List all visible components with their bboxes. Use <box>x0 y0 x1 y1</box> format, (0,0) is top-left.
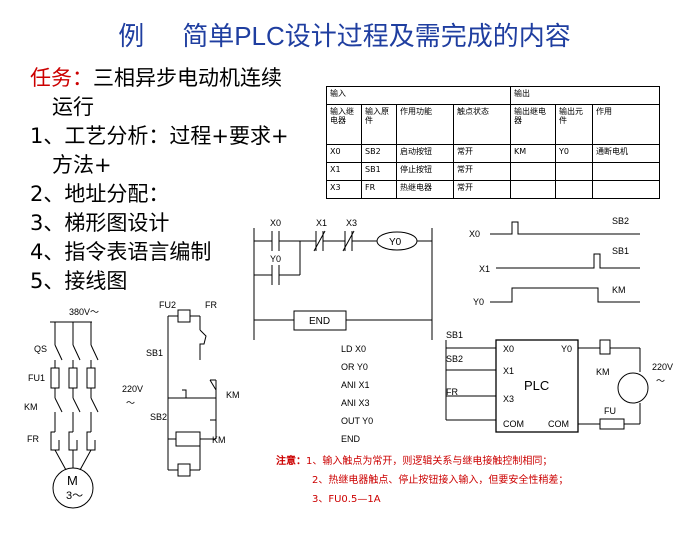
plc-output-fu: FU <box>604 406 616 416</box>
control-label-sb2: SB2 <box>150 412 167 422</box>
control-label-km-contact: KM <box>226 390 240 400</box>
plc-terminal-x1: X1 <box>503 366 514 376</box>
power-supply-label: 380V～ <box>69 307 99 317</box>
column-header: 作用功能 <box>396 104 454 145</box>
column-header: 输入继电器 <box>326 104 362 145</box>
task-item-cont: 运行 <box>52 95 94 119</box>
column-header: 输出元件 <box>555 104 593 145</box>
timing-label-x1: X1 <box>479 264 490 274</box>
title-prefix: 例 <box>118 21 145 51</box>
power-label-fr: FR <box>27 434 39 444</box>
power-circuit <box>50 321 99 509</box>
instruction-line: ANI X1 <box>341 380 370 390</box>
control-label-sb1: SB1 <box>146 348 163 358</box>
task-item: 1、工艺分析：过程+要求+ <box>30 124 289 148</box>
instruction-line: LD X0 <box>341 344 367 354</box>
power-label-km: KM <box>24 402 38 412</box>
instruction-line: END <box>341 434 361 444</box>
plc-input-sb1: SB1 <box>446 330 463 340</box>
timing-event-sb1: SB1 <box>612 246 629 256</box>
task-list: 任务：三相异步电动机连续 运行 1、工艺分析：过程+要求+ 方法+ 2、地址分配… <box>30 64 315 296</box>
task-item: 3、梯形图设计 <box>30 211 170 235</box>
timing-event-sb2: SB2 <box>612 216 629 226</box>
column-header: 作用 <box>592 104 660 145</box>
ladder-end-label: END <box>309 316 330 327</box>
instruction-list: LD X0 OR Y0 ANI X1 ANI X3 OUT Y0 END <box>341 340 373 448</box>
ladder-label-x1: X1 <box>316 218 327 228</box>
io-assignment-table: 输入 输出 输入继电器 输入原件 作用功能 触点状态 输出继电器 输出元件 作用… <box>326 86 660 199</box>
task-item: 5、接线图 <box>30 269 128 293</box>
note-item: 3、FU0.5—1A <box>312 494 381 505</box>
control-label-fr: FR <box>205 300 217 310</box>
control-supply-tilde: ～ <box>126 398 135 408</box>
page-title: 例 简单PLC设计过程及需完成的内容 <box>0 16 689 53</box>
plc-terminal-y0: Y0 <box>561 344 572 354</box>
note-item: 2、热继电器触点、停止按钮接入输入，但要安全性稍差； <box>312 475 569 486</box>
power-label-fu1: FU1 <box>28 373 45 383</box>
motor-phase-label: 3～ <box>66 490 83 502</box>
plc-terminal-x3: X3 <box>503 394 514 404</box>
ladder-label-x0: X0 <box>270 218 281 228</box>
plc-supply-label: 220V <box>652 362 673 372</box>
instruction-line: OR Y0 <box>341 362 368 372</box>
timing-label-x0: X0 <box>469 229 480 239</box>
plc-output-km: KM <box>596 367 610 377</box>
task-item-cont: 方法+ <box>52 153 112 177</box>
ladder-hold-label: Y0 <box>270 254 281 264</box>
power-label-qs: QS <box>34 344 47 354</box>
instruction-line: OUT Y0 <box>341 416 374 426</box>
ladder-label-x3: X3 <box>346 218 357 228</box>
task-item: 4、指令表语言编制 <box>30 240 212 264</box>
instruction-line: ANI X3 <box>341 398 370 408</box>
notes: 注意：1、输入触点为常开，则逻辑关系与继电接触控制相同； 2、热继电器触点、停止… <box>276 452 568 509</box>
plc-supply-tilde: ～ <box>656 376 665 386</box>
control-label-fu2: FU2 <box>159 300 176 310</box>
plc-wiring-diagram <box>445 339 649 433</box>
control-label-km-coil: KM <box>212 435 226 445</box>
plc-label: PLC <box>524 378 549 393</box>
ladder-coil-label: Y0 <box>389 237 402 248</box>
motor-label: M <box>67 473 78 488</box>
title-text: 简单PLC设计过程及需完成的内容 <box>182 21 571 51</box>
timing-diagram <box>490 221 640 303</box>
plc-input-sb2: SB2 <box>446 354 463 364</box>
plc-terminal-com-out: COM <box>548 419 569 429</box>
note-item: 1、输入触点为常开，则逻辑关系与继电接触控制相同； <box>306 456 553 467</box>
task-item: 任务：三相异步电动机连续 <box>30 66 282 90</box>
plc-input-fr: FR <box>446 387 458 397</box>
control-supply-label: 220V <box>122 384 143 394</box>
notes-head: 注意： <box>276 456 306 467</box>
timing-label-y0: Y0 <box>473 297 484 307</box>
plc-terminal-com-in: COM <box>503 419 524 429</box>
timing-event-km: KM <box>612 285 626 295</box>
plc-terminal-x0: X0 <box>503 344 514 354</box>
task-item: 2、地址分配： <box>30 182 170 206</box>
ladder-diagram <box>253 228 433 340</box>
control-circuit <box>167 309 217 477</box>
